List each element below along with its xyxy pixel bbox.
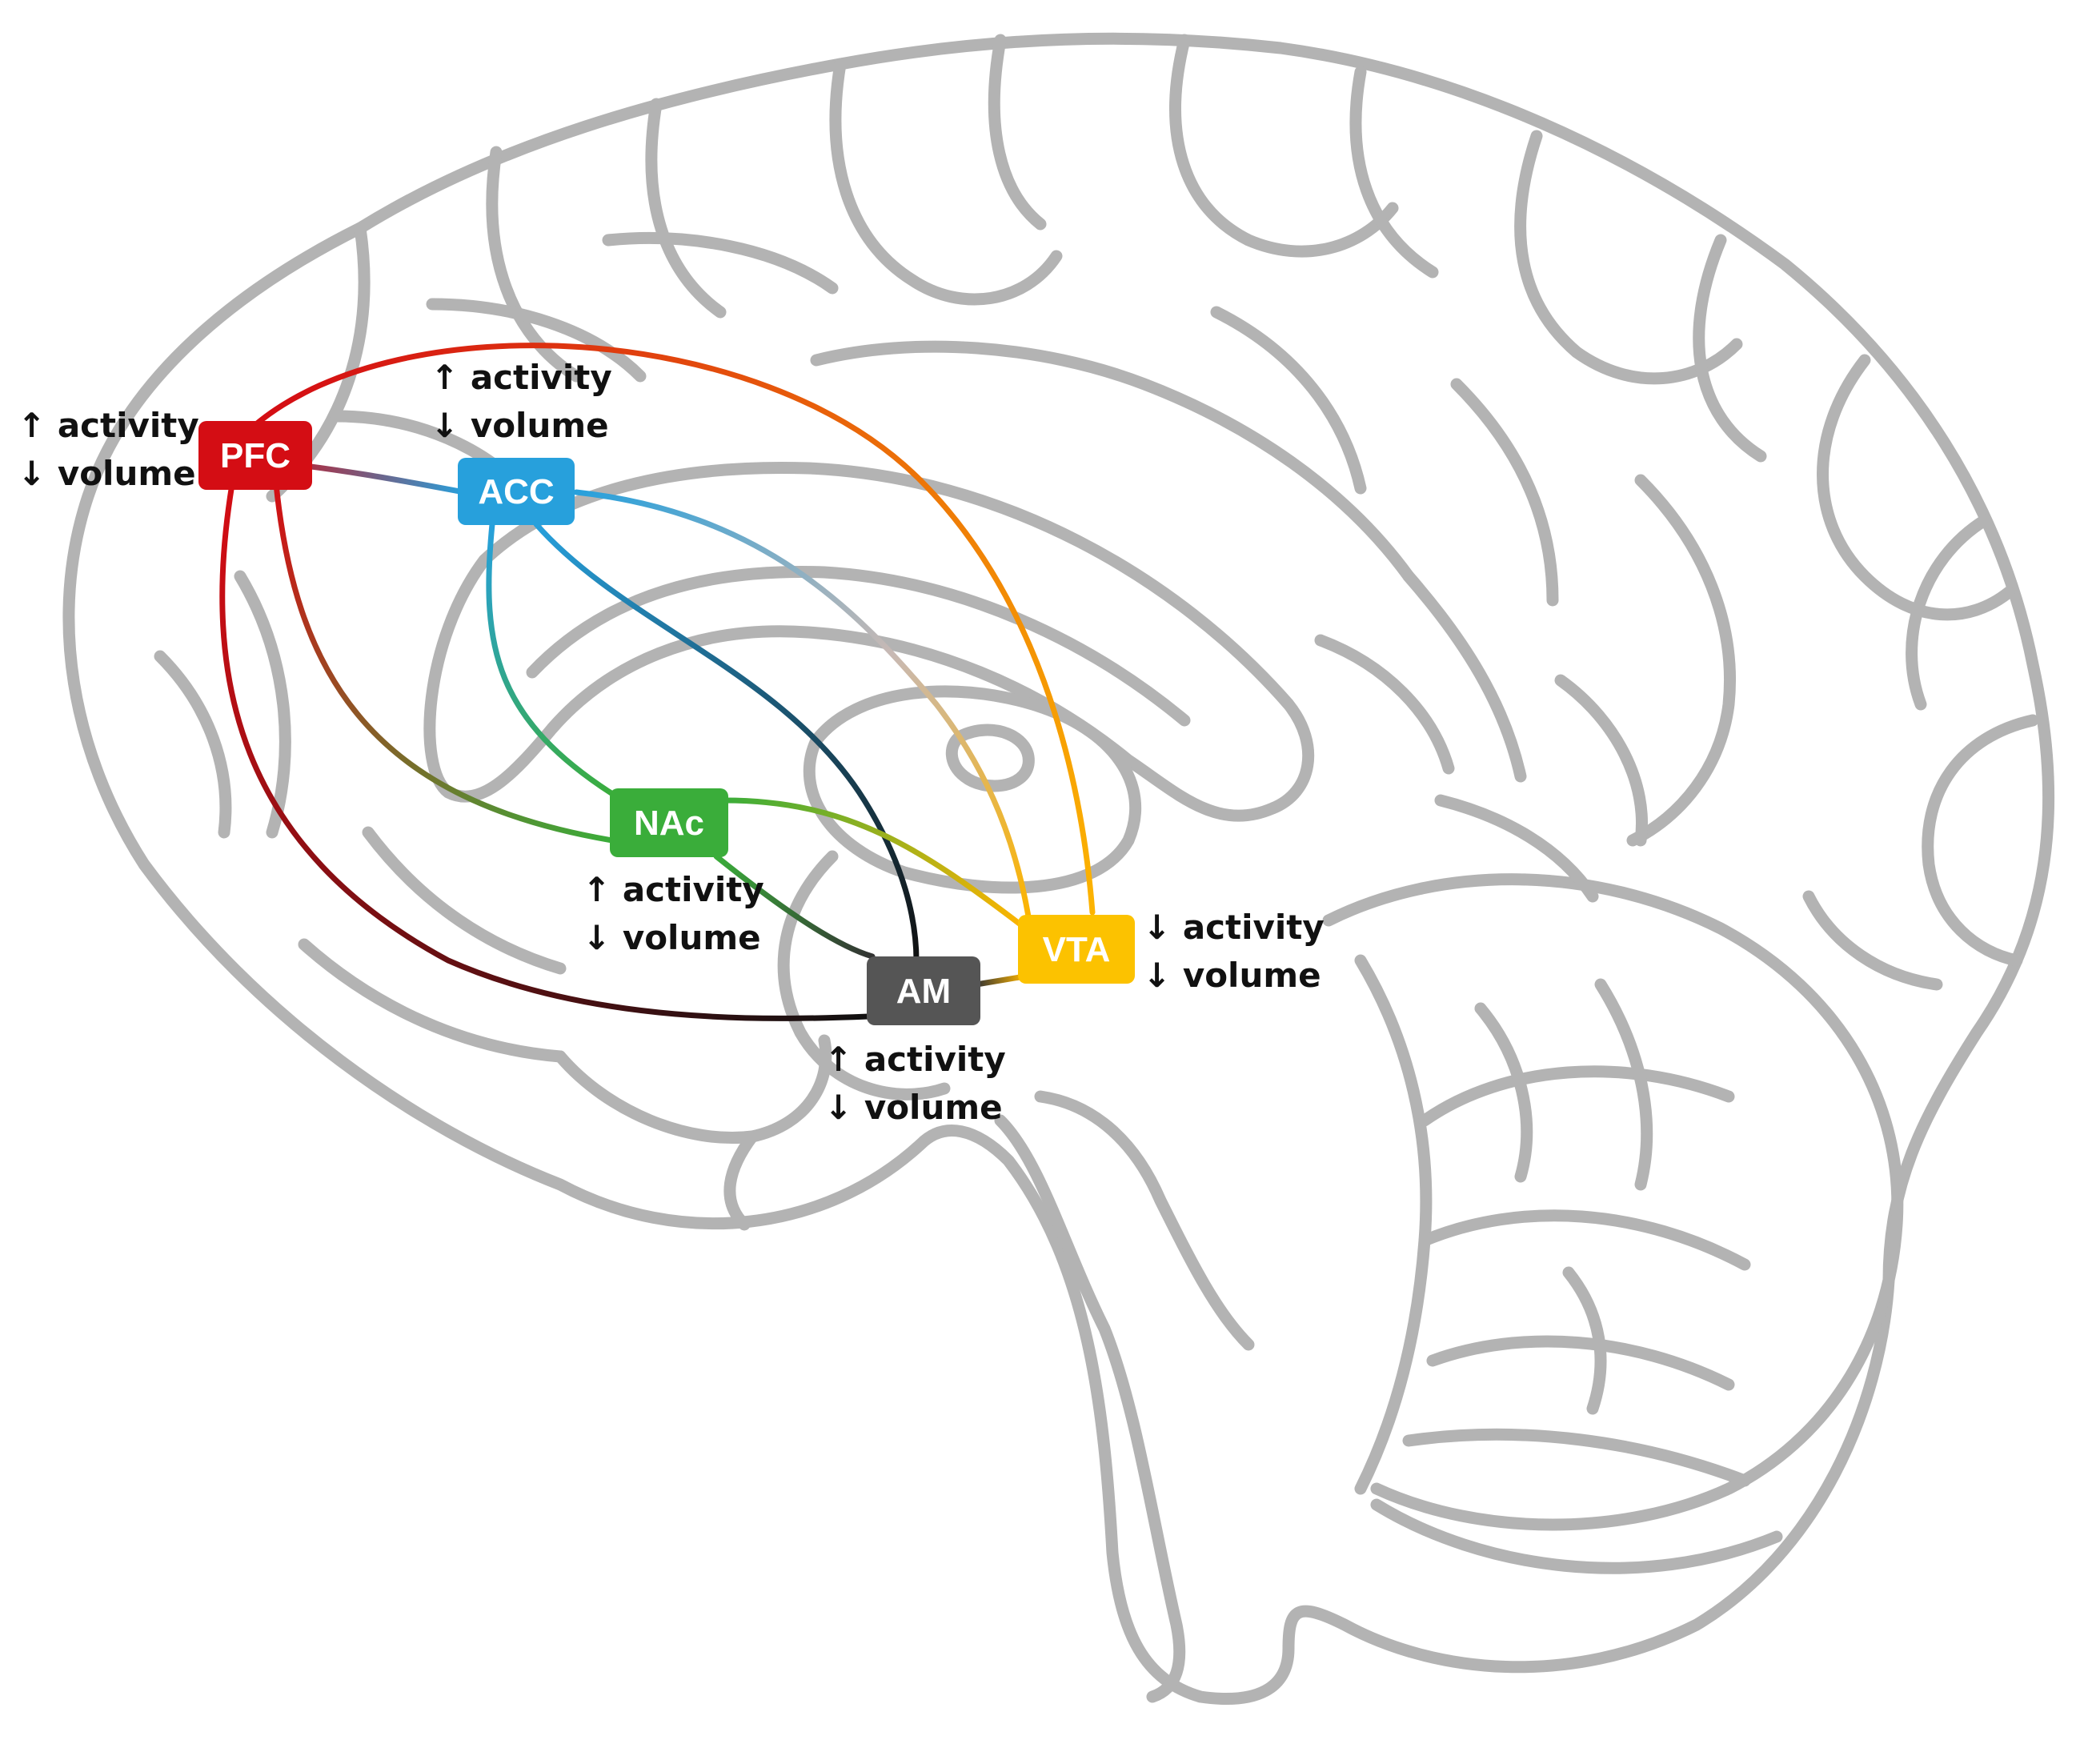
annotation-vta-volume: ↓ volume [1143,956,1321,995]
annotation-acc-volume: ↓ volume [431,406,609,445]
annotation-am-volume: ↓ volume [824,1088,1003,1127]
connection-group [219,343,1096,1021]
annotation-pfc: ↑ activity ↓ volume [18,406,199,493]
node-am-box [867,956,980,1025]
annotation-am-activity: ↑ activity [824,1040,1006,1079]
annotation-vta: ↓ activity ↓ volume [1143,908,1325,995]
corpus-callosum [423,462,1315,822]
annotation-vta-activity: ↓ activity [1143,908,1325,947]
annotation-pfc-activity: ↑ activity [18,406,199,445]
brain-outline [62,32,2055,1705]
node-vta-label: VTA [1043,930,1111,969]
annotation-nac-activity: ↑ activity [583,870,764,909]
annotation-acc: ↑ activity ↓ volume [431,358,612,445]
connection-pfc-am [219,481,872,1021]
connection-nac-am [713,853,876,960]
connection-acc-vta [573,489,1032,920]
node-nac-label: NAc [634,804,704,843]
node-acc-box [458,458,575,525]
interthalamic-adhesion [945,724,1035,792]
node-pfc-box [198,421,312,490]
connection-acc-am [533,521,920,964]
annotation-am: ↑ activity ↓ volume [824,1040,1006,1127]
brainstem [994,1114,1186,1703]
node-am: AM [867,956,980,1025]
node-vta-box [1018,915,1135,984]
annotation-acc-activity: ↑ activity [431,358,612,397]
node-acc-label: ACC [478,472,554,511]
node-nac: NAc [610,788,728,857]
annotation-pfc-volume: ↓ volume [18,454,196,493]
node-vta: VTA [1018,915,1135,984]
node-am-label: AM [896,972,951,1011]
node-pfc: PFC [198,421,312,490]
cortex-outline [62,32,2055,1705]
annotation-nac: ↑ activity ↓ volume [583,870,764,957]
connection-pfc-nac [273,481,615,844]
node-nac-box [610,788,728,857]
node-acc: ACC [458,458,575,525]
connection-acc-nac [486,521,619,800]
connection-nac-vta [721,797,1024,928]
connection-am-vta [973,973,1028,988]
annotation-nac-volume: ↓ volume [583,918,761,957]
thalamus [803,685,1142,894]
cerebellum [1322,873,1904,1531]
node-pfc-label: PFC [220,436,291,475]
connection-pfc-vta [253,343,1096,916]
